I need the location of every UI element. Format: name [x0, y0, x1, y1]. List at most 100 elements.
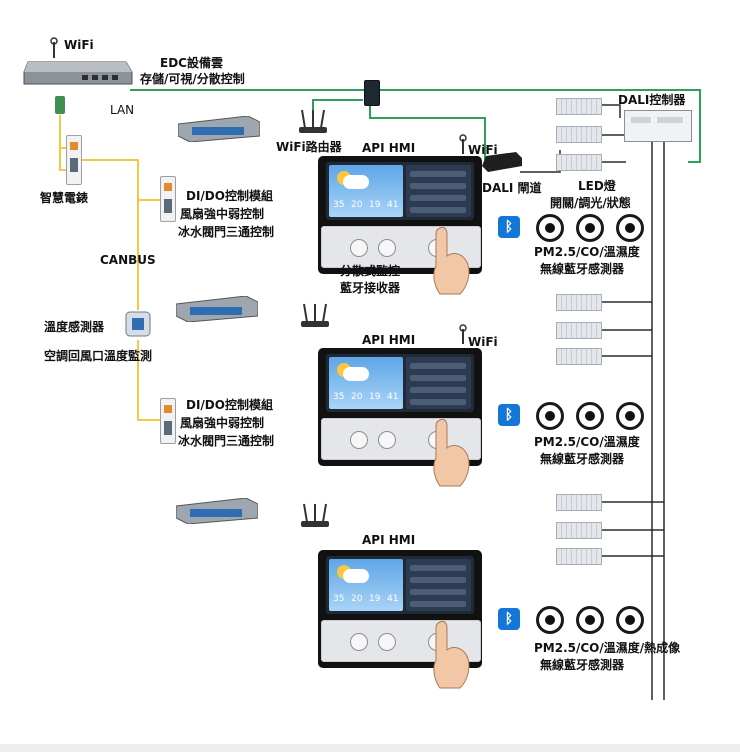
led-panel — [556, 322, 602, 339]
bt-receiver-label: 藍牙接收器 — [340, 281, 401, 295]
sensor-group-2-label: PM2.5/CO/溫濕度 — [534, 435, 640, 449]
control-row — [410, 589, 466, 595]
lan-connector — [55, 96, 65, 114]
distributed-monitor-label: 分散式監控 — [340, 264, 401, 278]
control-row — [410, 195, 466, 201]
control-row — [410, 363, 466, 369]
pointing-hand-icon — [430, 418, 474, 492]
dali-led-link-1 — [600, 104, 621, 118]
led-panel — [556, 294, 602, 311]
wireless-sensor — [616, 214, 644, 242]
fan-coil-unit-3 — [175, 497, 259, 525]
wireless-sensor — [536, 214, 564, 242]
hmi-screen[interactable]: 35 20 19 41 — [326, 162, 474, 220]
temp-reading-c: 19 — [369, 594, 381, 604]
api-hmi-1-label: API HMI — [362, 141, 416, 155]
control-knob[interactable] — [378, 633, 396, 651]
canbus-label: CANBUS — [100, 253, 156, 267]
bluetooth-icon: ᛒ — [498, 608, 520, 630]
control-row — [410, 577, 466, 583]
temp-reading-b: 20 — [351, 200, 363, 210]
temp-reading-b: 20 — [351, 392, 363, 402]
control-widget — [406, 559, 471, 611]
dali-controller-device — [624, 110, 692, 142]
return-air-label: 空調回風口溫度監測 — [44, 349, 153, 363]
bottom-band — [0, 744, 740, 752]
control-knob[interactable] — [350, 431, 368, 449]
wireless-sensor — [536, 606, 564, 634]
led-panel — [556, 522, 602, 539]
led-function-label: 開關/調光/狀態 — [550, 196, 631, 210]
control-row — [410, 387, 466, 393]
temp-reading-d: 41 — [387, 392, 399, 402]
wireless-sensor — [576, 402, 604, 430]
wifi-antenna-icon — [48, 36, 60, 62]
cloud-icon — [343, 175, 369, 189]
lan-label: LAN — [110, 103, 135, 117]
control-widget — [406, 357, 471, 409]
control-knob[interactable] — [350, 239, 368, 257]
weather-widget: 35 20 19 41 — [329, 357, 403, 409]
switch-to-dali-gateway-wire — [369, 103, 486, 160]
control-row — [410, 601, 466, 607]
temperature-sensor-device — [122, 308, 154, 340]
wireless-sensor — [536, 402, 564, 430]
led-panel — [556, 126, 602, 143]
control-knob[interactable] — [378, 431, 396, 449]
pointing-hand-icon — [430, 620, 474, 694]
wifi-hmi-2-label: WiFi — [468, 335, 498, 349]
api-hmi-3-label: API HMI — [362, 533, 416, 547]
wifi-antenna-icon-hmi-1 — [458, 134, 468, 158]
dido-2-fan-control: 風扇強中弱控制 — [180, 416, 265, 430]
cloud-icon — [343, 367, 369, 381]
control-row — [410, 171, 466, 177]
switch-to-dali-controller-wire — [378, 89, 701, 163]
wifi-router-icon-2 — [298, 302, 332, 332]
canbus-wire-top — [75, 159, 139, 310]
sensor-group-1-sublabel: 無線藍牙感測器 — [540, 262, 625, 276]
led-panel — [556, 348, 602, 365]
temp-reading-c: 19 — [369, 392, 381, 402]
dido-module-2 — [160, 398, 176, 444]
edc-cloud-sublabel: 存儲/可視/分散控制 — [140, 72, 245, 86]
temp-sensor-label: 溫度感測器 — [44, 320, 105, 334]
wifi-top-label: WiFi — [64, 38, 94, 52]
hmi-screen[interactable]: 35 20 19 41 — [326, 354, 474, 412]
sensor-group-1-label: PM2.5/CO/溫濕度 — [534, 245, 640, 259]
wifi-router-label: WiFi路由器 — [276, 140, 342, 154]
temp-reading-a: 35 — [333, 392, 345, 402]
dido-2-title: DI/DO控制模組 — [186, 398, 273, 412]
control-row — [410, 375, 466, 381]
dido-module-1 — [160, 176, 176, 222]
temp-reading-a: 35 — [333, 200, 345, 210]
bluetooth-icon: ᛒ — [498, 216, 520, 238]
smart-meter-label: 智慧電錶 — [40, 191, 89, 205]
hmi-screen[interactable]: 35 20 19 41 — [326, 556, 474, 614]
edc-gateway-device — [22, 58, 134, 88]
led-label: LED燈 — [578, 179, 616, 193]
dido-1-title: DI/DO控制模組 — [186, 189, 273, 203]
wifi-router-icon — [296, 108, 330, 138]
wifi-hmi-1-label: WiFi — [468, 143, 498, 157]
wifi-antenna-icon-hmi-2 — [458, 324, 468, 348]
control-knob[interactable] — [350, 633, 368, 651]
temp-reading-c: 19 — [369, 200, 381, 210]
led-panel — [556, 154, 602, 171]
wireless-sensor — [576, 214, 604, 242]
temp-reading-d: 41 — [387, 594, 399, 604]
control-row — [410, 183, 466, 189]
sensor-group-2-sublabel: 無線藍牙感測器 — [540, 452, 625, 466]
pointing-hand-icon — [430, 226, 474, 300]
led-panel — [556, 494, 602, 511]
control-row — [410, 565, 466, 571]
dali-gateway-label: DALI 閘道 — [482, 181, 542, 195]
control-knob[interactable] — [378, 239, 396, 257]
control-widget — [406, 165, 471, 217]
sensor-group-3-label: PM2.5/CO/溫濕度/熱成像 — [534, 641, 681, 655]
dali-controller-label: DALI控制器 — [618, 93, 686, 107]
control-row — [410, 207, 466, 213]
dido-1-fan-control: 風扇強中弱控制 — [180, 207, 265, 221]
dali-gateway-device — [482, 152, 522, 172]
dido-2-valve-control: 冰水閥門三通控制 — [178, 434, 275, 448]
